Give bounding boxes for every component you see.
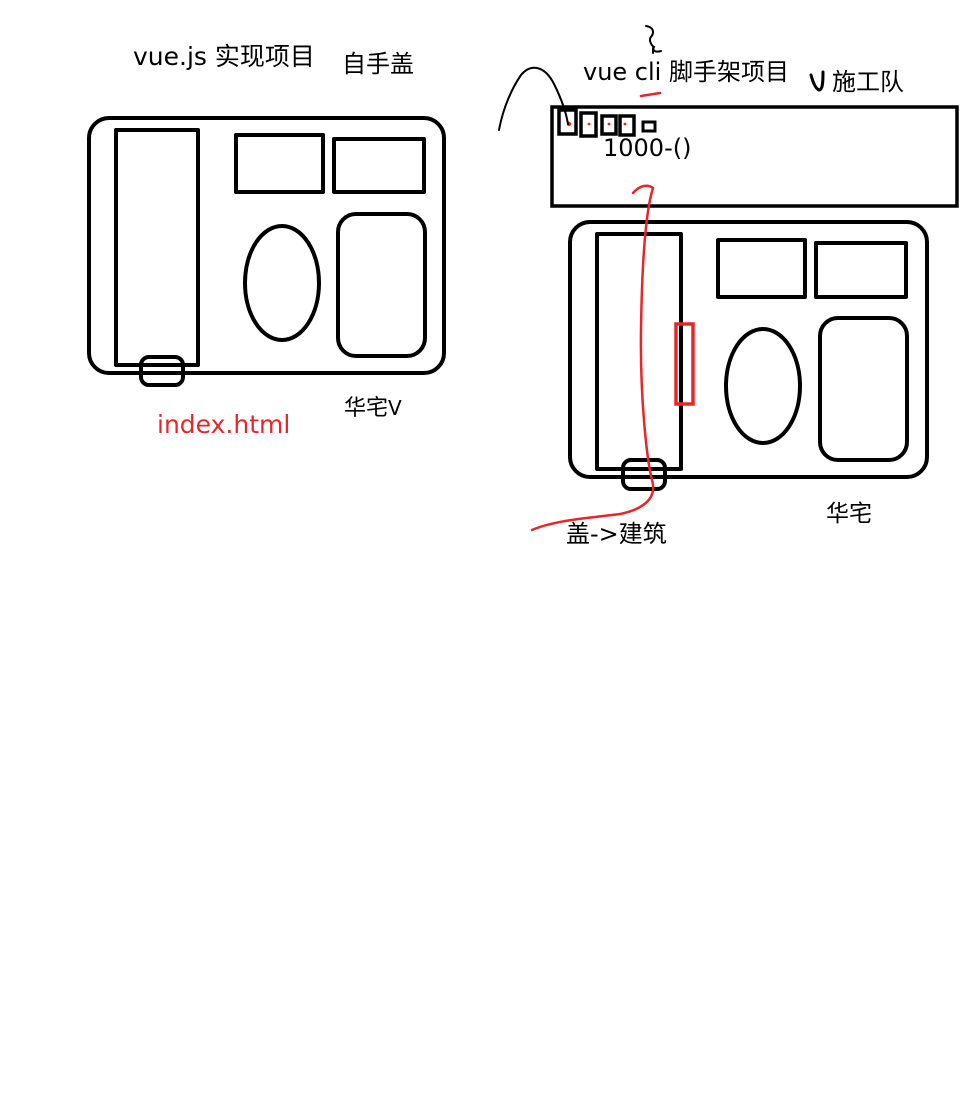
red-dot xyxy=(623,122,627,126)
right-door xyxy=(621,458,667,491)
red-build-path xyxy=(530,184,655,532)
right-room-top-1 xyxy=(716,238,807,299)
left-house-label: 华宅V xyxy=(344,398,402,420)
scaffold-box-2 xyxy=(579,111,598,138)
build-label: 盖->建筑 xyxy=(566,520,667,548)
check-tick-mark xyxy=(809,70,825,92)
brace-mark xyxy=(645,25,662,54)
red-highlight-bar xyxy=(674,322,695,406)
team-label: 施工队 xyxy=(832,68,904,96)
red-dot xyxy=(587,122,591,126)
left-room-top-1 xyxy=(234,133,325,194)
entry-file-label: index.html xyxy=(157,410,291,439)
scaffold-frame xyxy=(550,105,959,208)
left-oval-room xyxy=(243,224,321,342)
red-dot xyxy=(607,122,611,126)
red-underline-mark xyxy=(639,91,662,98)
left-house xyxy=(87,116,446,387)
left-rounded-room xyxy=(336,212,427,358)
left-house-outline xyxy=(87,116,446,375)
right-oval-room xyxy=(724,327,802,445)
left-method-label: 自手盖 xyxy=(342,50,414,78)
scaffold-box-5 xyxy=(641,120,657,133)
right-house xyxy=(568,220,929,491)
scaffold-box-1 xyxy=(557,108,578,136)
right-house-outline xyxy=(568,220,929,479)
right-title: vue cli 脚手架项目 xyxy=(583,58,789,86)
right-sidebar-room xyxy=(595,232,683,471)
left-title: vue.js 实现项目 xyxy=(133,42,315,71)
scaffold-box-3 xyxy=(600,114,618,136)
scaffold-box-4 xyxy=(618,114,636,137)
check-mark: V xyxy=(388,396,402,420)
left-sidebar-room xyxy=(114,128,200,367)
right-room-top-2 xyxy=(814,241,908,299)
scaffold-text: 1000-() xyxy=(603,134,692,162)
left-door xyxy=(139,355,185,387)
scaffold-bar xyxy=(550,105,959,208)
right-house-label: 华宅 xyxy=(826,501,872,527)
right-rounded-room xyxy=(818,316,909,462)
pointer-arc-stroke xyxy=(498,66,569,131)
house-label-text: 华宅 xyxy=(344,396,389,421)
left-room-top-2 xyxy=(332,137,426,194)
